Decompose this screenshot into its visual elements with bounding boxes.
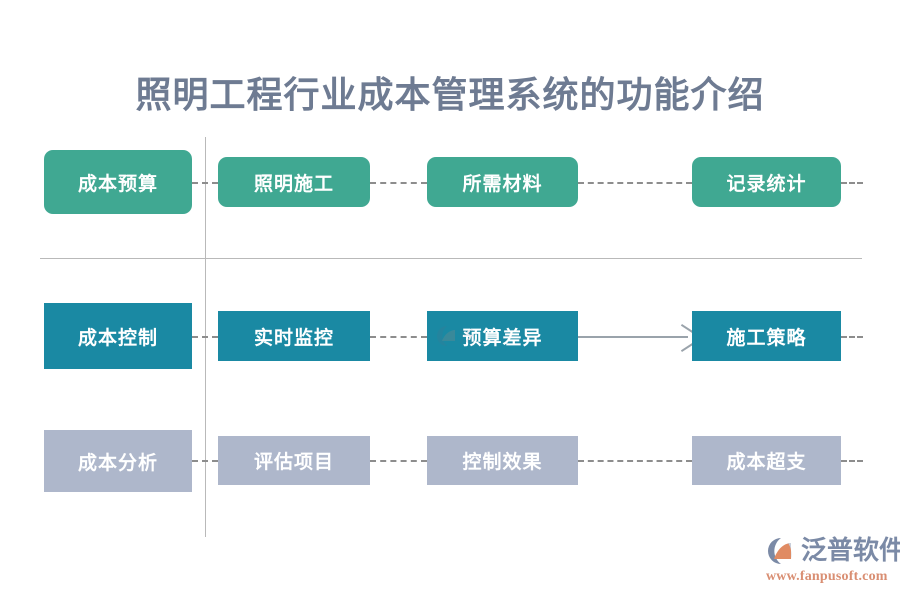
row1-lead-box[interactable]: 成本预算 [44,150,192,214]
row3-connector-2 [370,460,427,462]
row2-arrow-line [578,336,688,338]
row2-connector-tail [841,336,863,338]
row1-connector-2 [370,182,427,184]
row2-step-3-box[interactable]: 施工策略 [692,311,841,361]
row3-step-3-box[interactable]: 成本超支 [692,436,841,485]
footer-logo[interactable]: 泛普软件 www.fanpusoft.com [766,534,900,590]
row3-lead-box[interactable]: 成本分析 [44,430,192,492]
brand-url: www.fanpusoft.com [766,569,888,584]
row3-connector-tail [841,460,863,462]
row3-connector-3 [578,460,692,462]
row2-connector-2 [370,336,427,338]
row2-connector-1 [192,336,218,338]
row2-step-2-label: 预算差异 [462,327,543,349]
row1-step-3-box[interactable]: 记录统计 [692,157,841,207]
row1-step-1-box[interactable]: 照明施工 [218,157,370,207]
row3-step-2-box[interactable]: 控制效果 [427,436,578,485]
row1-connector-tail [841,182,863,184]
horizontal-guide-rule [40,258,862,259]
row1-connector-1 [192,182,218,184]
row1-step-2-box[interactable]: 所需材料 [427,157,578,207]
row2-lead-box[interactable]: 成本控制 [44,303,192,369]
page-title: 照明工程行业成本管理系统的功能介绍 [135,75,765,115]
fanpu-logo-mark-icon [766,536,798,566]
row1-connector-3 [578,182,692,184]
row3-connector-1 [192,460,218,462]
row2-step-1-box[interactable]: 实时监控 [218,311,370,361]
row3-step-1-box[interactable]: 评估项目 [218,436,370,485]
brand-name: 泛普软件 [801,536,900,565]
row2-step-2-box[interactable]: 泛 预算差异 [427,311,578,361]
